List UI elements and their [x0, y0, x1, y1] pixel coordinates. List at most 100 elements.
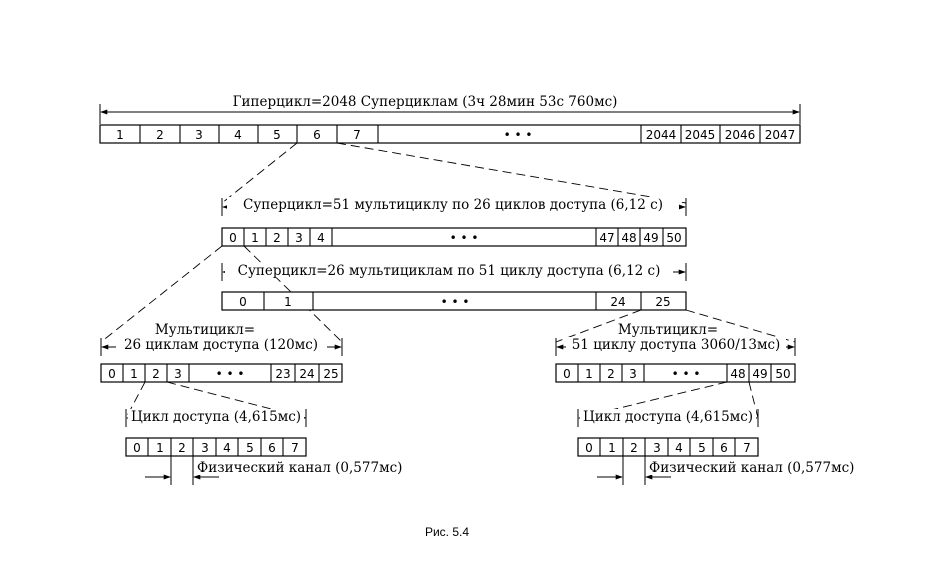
access-left-cell: 5 — [246, 441, 254, 455]
access-cycle-left-label: Цикл доступа (4,615мс) — [131, 409, 301, 425]
super51-cell: 1 — [251, 231, 259, 245]
super26-cell: 0 — [239, 295, 247, 309]
super51-ellipsis: • • • — [450, 231, 479, 245]
access-right-cell: 5 — [698, 441, 706, 455]
physical-channel-left-label: Физический канал (0,577мс) — [197, 460, 402, 476]
access-cycle-right-label: Цикл доступа (4,615мс) — [583, 409, 753, 425]
access-right-cell: 6 — [720, 441, 728, 455]
multi51-ellipsis: • • • — [672, 367, 701, 381]
hyper-ellipsis: • • • — [504, 128, 533, 142]
multi51-cell: 2 — [607, 367, 615, 381]
superframe-51-label: Суперцикл=51 мультициклу по 26 циклов до… — [243, 197, 663, 213]
superframe-51-group: Суперцикл=51 мультициклу по 26 циклов до… — [221, 197, 687, 247]
super51-cell: 3 — [295, 231, 303, 245]
hyper-cell: 2046 — [725, 128, 756, 142]
multi26-cell: 25 — [323, 367, 338, 381]
access-cycle-right-group: Цикл доступа (4,615мс) 0 1 2 3 4 5 6 7 Ф… — [577, 409, 864, 485]
hyper-cell: 2044 — [646, 128, 677, 142]
access-right-cell: 4 — [675, 441, 683, 455]
hyper-cell: 5 — [273, 128, 281, 142]
multiframe-51-group: Мультицикл= 51 циклу доступа 3060/13мс) … — [555, 322, 796, 383]
superframe-51-bar — [221, 227, 687, 247]
expansion-line — [243, 245, 343, 343]
multiframe-26-bar — [100, 363, 343, 383]
multi26-cell: 1 — [130, 367, 138, 381]
multiframe-51-label-line1: Мультицикл= — [618, 322, 718, 338]
multiframe-26-label-line2: 26 циклам доступа (120мс) — [124, 337, 318, 353]
expansion-line — [100, 245, 223, 343]
access-right-cell: 7 — [743, 441, 751, 455]
multi51-cell: 49 — [752, 367, 767, 381]
multi51-cell: 1 — [585, 367, 593, 381]
multiframe-51-label-line2: 51 циклу доступа 3060/13мс) — [572, 337, 781, 353]
superframe-26-label: Суперцикл=26 мультициклам по 51 циклу до… — [238, 263, 661, 279]
hyperframe-label: Гиперцикл=2048 Суперциклам (3ч 28мин 53с… — [233, 94, 618, 110]
expansion-line — [685, 309, 796, 343]
super51-cell: 48 — [621, 231, 636, 245]
access-left-cell: 2 — [178, 441, 186, 455]
expansion-line — [336, 142, 687, 204]
hyper-cell: 2045 — [685, 128, 716, 142]
multi51-cell: 48 — [730, 367, 745, 381]
hyper-label-bg — [218, 94, 632, 109]
access-left-cell: 7 — [291, 441, 299, 455]
super26-cell: 1 — [284, 295, 292, 309]
access-right-cell: 2 — [630, 441, 638, 455]
super51-cell: 50 — [666, 231, 681, 245]
access-left-cell: 6 — [268, 441, 276, 455]
multi26-cell: 2 — [152, 367, 160, 381]
multiframe-26-label-line1: Мультицикл= — [155, 322, 255, 338]
super26-cell: 24 — [610, 295, 625, 309]
hyperframe-bar — [99, 124, 801, 144]
access-right-cell: 1 — [608, 441, 616, 455]
multi26-cell: 23 — [275, 367, 290, 381]
multi26-cell: 0 — [108, 367, 116, 381]
expansion-line — [748, 381, 759, 419]
multi51-label-bg — [566, 337, 786, 352]
access-left-cell: 4 — [223, 441, 231, 455]
figure-caption: Рис. 5.4 — [425, 525, 469, 539]
super51-cell: 49 — [643, 231, 658, 245]
multiframe-51-bar — [555, 363, 796, 383]
access-right-label-bg — [580, 409, 756, 424]
super51-cell: 0 — [229, 231, 237, 245]
super51-label-bg — [227, 197, 679, 212]
hyper-cell: 3 — [195, 128, 203, 142]
super26-ellipsis: • • • — [441, 295, 470, 309]
expansion-line — [555, 309, 642, 343]
hyper-cell: 1 — [116, 128, 124, 142]
multi26-label-bg — [116, 337, 327, 352]
superframe-26-bar — [221, 291, 687, 311]
multi51-cell: 0 — [563, 367, 571, 381]
multi26-cell: 3 — [174, 367, 182, 381]
access-left-cell: 1 — [156, 441, 164, 455]
hyper-cell: 2047 — [765, 128, 796, 142]
multiframe-26-group: Мультицикл= 26 циклам доступа (120мс) 0 … — [100, 322, 343, 383]
access-right-cell: 3 — [653, 441, 661, 455]
access-left-cell: 0 — [133, 441, 141, 455]
hyper-cell: 4 — [234, 128, 242, 142]
phys-right-label-bg — [648, 460, 864, 475]
access-cycle-left-group: Цикл доступа (4,615мс) 0 1 2 3 4 5 6 7 Ф… — [125, 409, 412, 485]
physical-channel-right-label: Физический канал (0,577мс) — [649, 460, 854, 476]
superframe-26-group: Суперцикл=26 мультициклам по 51 циклу до… — [221, 263, 687, 311]
access-left-label-bg — [128, 409, 304, 424]
multi26-ellipsis: • • • — [216, 367, 245, 381]
super51-cell: 47 — [599, 231, 614, 245]
super26-label-bg — [225, 263, 673, 278]
expansion-line — [221, 142, 298, 204]
multi51-cell: 3 — [629, 367, 637, 381]
super51-cell: 2 — [273, 231, 281, 245]
phys-left-label-bg — [196, 460, 412, 475]
super51-cell: 4 — [317, 231, 325, 245]
hyperframe-group: Гиперцикл=2048 Суперциклам (3ч 28мин 53с… — [99, 94, 801, 144]
hyper-cell: 6 — [313, 128, 321, 142]
multi51-cell: 50 — [775, 367, 790, 381]
super26-cell: 25 — [655, 295, 670, 309]
multi26-cell: 24 — [299, 367, 314, 381]
hyper-cell: 7 — [353, 128, 361, 142]
access-right-cell: 0 — [585, 441, 593, 455]
access-left-cell: 3 — [201, 441, 209, 455]
